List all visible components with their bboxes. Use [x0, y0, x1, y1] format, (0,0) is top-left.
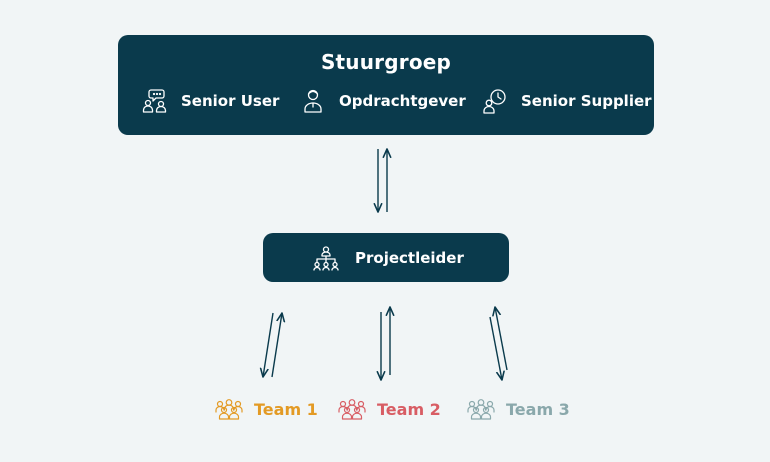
person-icon — [304, 89, 322, 113]
team-3: Team 3 — [466, 394, 570, 424]
arrow-down-to-team-3 — [489, 316, 502, 380]
team-label: Team 3 — [506, 399, 570, 419]
stuurgroep-title: Stuurgroep — [320, 50, 452, 74]
team-label: Team 2 — [377, 399, 441, 419]
role-opdrachtgever: Opdrachtgever — [300, 86, 466, 116]
role-senior-user: Senior User — [142, 86, 279, 116]
projectleider-label: Projectleider — [355, 249, 464, 267]
projectleider-box: Projectleider — [263, 233, 509, 282]
org-chart-icon — [313, 246, 339, 271]
arrow-up-from-team-1 — [271, 313, 282, 378]
role-label: Senior Supplier — [521, 92, 652, 110]
stuurgroep-box: Stuurgroep Senior User Opdrachtgever — [118, 35, 654, 135]
role-label: Opdrachtgever — [339, 92, 466, 110]
role-senior-supplier: Senior Supplier — [482, 86, 652, 116]
arrow-up-from-team-3 — [495, 307, 508, 371]
team-label: Team 1 — [254, 399, 318, 419]
users-chat-icon — [142, 89, 167, 113]
team-2: Team 2 — [337, 394, 441, 424]
role-label: Senior User — [181, 92, 280, 110]
arrow-down-to-team-1 — [263, 312, 274, 377]
group-icon — [215, 399, 243, 420]
group-icon — [467, 399, 495, 420]
group-icon — [338, 399, 366, 420]
team-1: Team 1 — [214, 394, 318, 424]
person-clock-icon — [483, 89, 506, 114]
